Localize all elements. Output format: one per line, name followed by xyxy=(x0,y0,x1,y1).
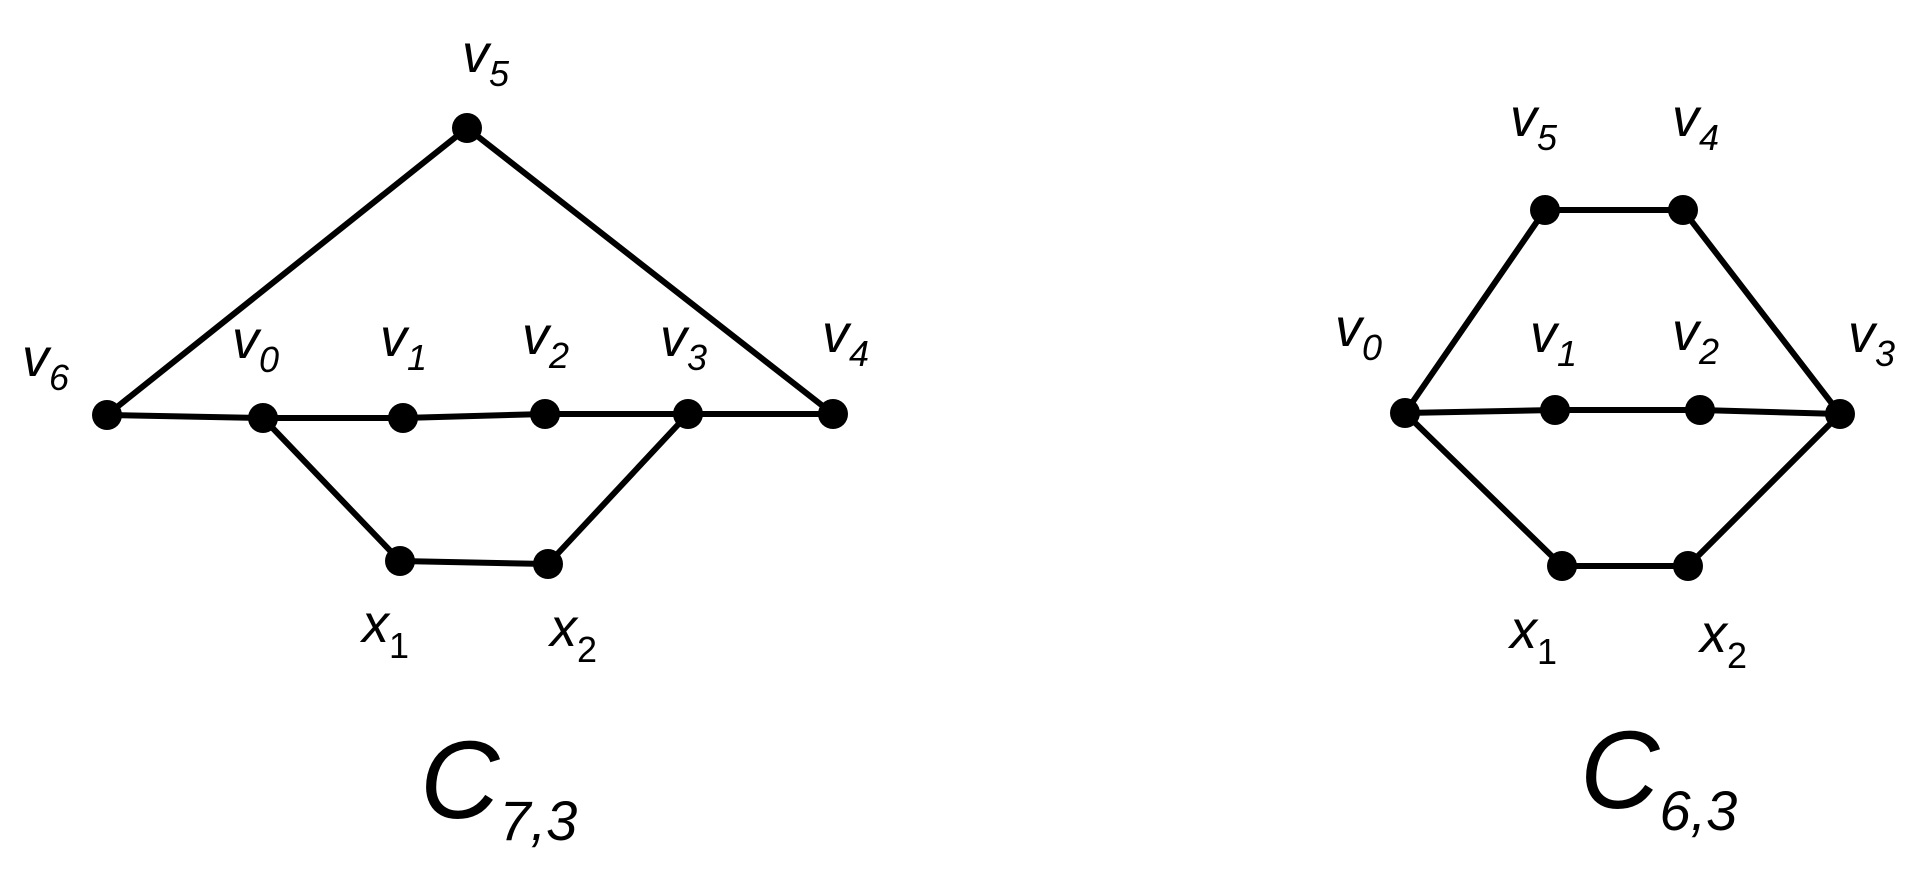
graph-c73: v6 v0 v1 v2 v3 v4 v5 x1 xyxy=(22,24,869,852)
vertex-label-v1: v1 xyxy=(380,308,427,378)
vertex-v3 xyxy=(1825,399,1855,429)
edge-v5-v4 xyxy=(464,125,836,417)
vertex-v2 xyxy=(530,399,560,429)
edge-v1-v2 xyxy=(400,411,548,421)
vertex-label-v0: v0 xyxy=(232,310,279,380)
graph-c63-labels: v0 v1 v2 v3 v4 v5 x1 x2 xyxy=(1335,88,1895,676)
vertex-label-v1: v1 xyxy=(1530,304,1577,374)
graph-c63-vertices xyxy=(1390,195,1855,581)
vertex-label-v0: v0 xyxy=(1335,298,1382,368)
graph-c73-vertices xyxy=(92,113,848,579)
vertex-label-x1: x1 xyxy=(1507,600,1557,672)
vertex-label-v2: v2 xyxy=(1672,302,1719,372)
edge-x2-v3 xyxy=(1685,411,1843,569)
edge-x1-x2 xyxy=(397,558,551,567)
vertex-v5 xyxy=(1530,195,1560,225)
edge-v2-v3 xyxy=(1697,407,1843,417)
vertex-label-x1: x1 xyxy=(359,594,409,666)
graph-c73-edges xyxy=(104,125,836,567)
edge-v0-x1 xyxy=(1402,410,1565,569)
graph-title-c73: C7,3 xyxy=(420,719,577,852)
vertex-x2 xyxy=(533,549,563,579)
vertex-v2 xyxy=(1685,395,1715,425)
edge-v4-v3 xyxy=(1680,207,1843,417)
edge-x2-v3 xyxy=(545,411,691,567)
vertex-label-v4: v4 xyxy=(822,304,869,374)
vertex-x1 xyxy=(1547,551,1577,581)
graph-c63-edges xyxy=(1402,207,1843,569)
vertex-v1 xyxy=(388,403,418,433)
vertex-label-v3: v3 xyxy=(660,308,707,378)
vertex-v4 xyxy=(1668,195,1698,225)
vertex-v3 xyxy=(673,399,703,429)
vertex-label-x2: x2 xyxy=(547,598,597,670)
vertex-v1 xyxy=(1540,395,1570,425)
graph-title-c63: C6,3 xyxy=(1580,709,1737,842)
vertex-x2 xyxy=(1673,551,1703,581)
vertex-label-x2: x2 xyxy=(1697,604,1747,676)
edge-v0-x1 xyxy=(260,415,403,564)
vertex-v4 xyxy=(818,399,848,429)
edge-v0-v1 xyxy=(1402,407,1558,416)
vertex-label-v5: v5 xyxy=(462,24,510,94)
vertex-x1 xyxy=(385,546,415,576)
graph-c63: v0 v1 v2 v3 v4 v5 x1 x2 xyxy=(1335,88,1895,842)
edge-v0-v5 xyxy=(1402,207,1548,416)
edge-v6-v5 xyxy=(104,125,470,418)
vertex-label-v4: v4 xyxy=(1672,88,1719,158)
edge-v6-v0 xyxy=(104,412,266,421)
vertex-label-v3: v3 xyxy=(1848,304,1895,374)
vertex-label-v2: v2 xyxy=(522,306,569,376)
vertex-v0 xyxy=(1390,398,1420,428)
vertex-v6 xyxy=(92,400,122,430)
graph-c73-labels: v6 v0 v1 v2 v3 v4 v5 x1 xyxy=(22,24,869,670)
vertex-v0 xyxy=(248,403,278,433)
vertex-label-v5: v5 xyxy=(1510,88,1558,158)
vertex-label-v6: v6 xyxy=(22,328,70,398)
vertex-v5 xyxy=(452,113,482,143)
